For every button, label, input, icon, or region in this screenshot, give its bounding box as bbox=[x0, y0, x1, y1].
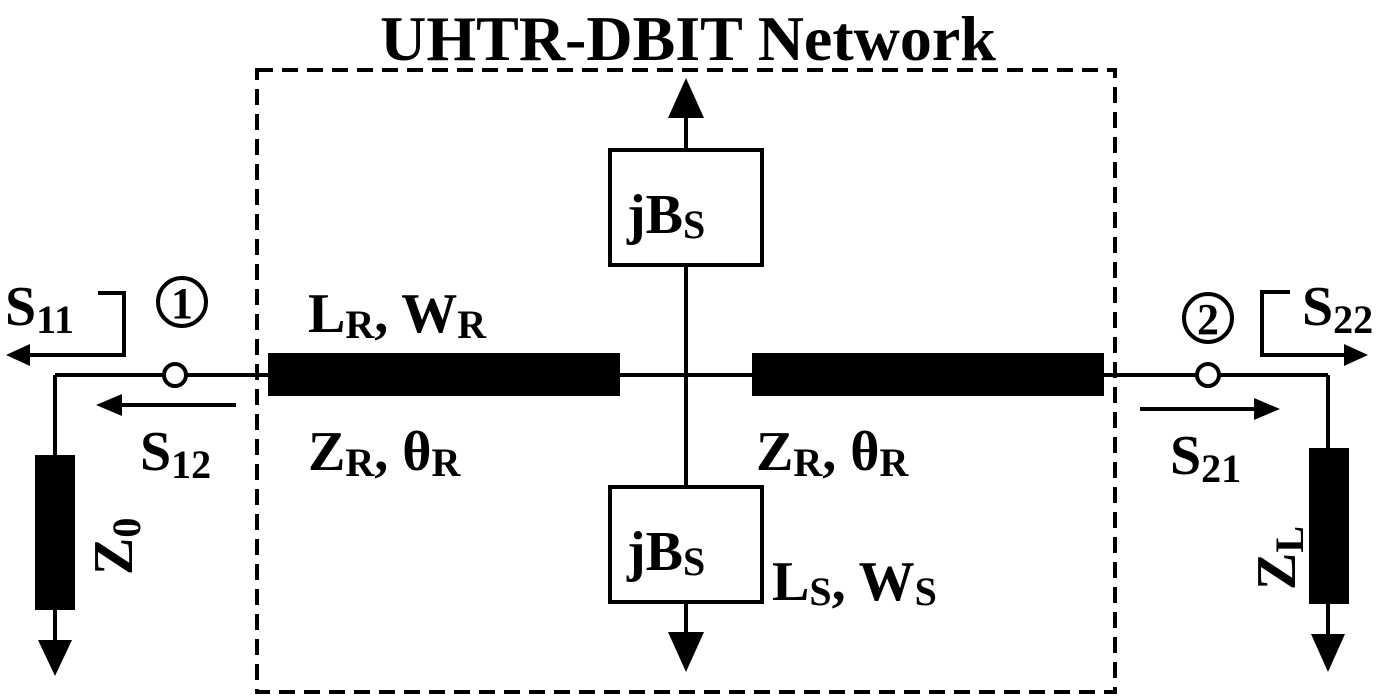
port-1-terminal bbox=[162, 362, 188, 388]
port-1-group: 1 bbox=[6, 276, 236, 676]
diagram-title: UHTR-DBIT Network bbox=[380, 3, 996, 74]
s12-label: S12 bbox=[140, 421, 211, 487]
stub-arrow-up bbox=[668, 78, 704, 118]
jbs-top-label: jBS bbox=[626, 184, 705, 247]
s22-arrow bbox=[1260, 290, 1352, 357]
jbs-top-box bbox=[608, 148, 764, 267]
tline-right bbox=[752, 353, 1104, 396]
jbs-bottom-label: jBS bbox=[626, 521, 705, 584]
tline-left bbox=[268, 353, 620, 396]
network-boundary-box bbox=[255, 68, 1117, 694]
port-2-number: 2 bbox=[1197, 295, 1219, 344]
zr-thetar-left-label: ZR, θR bbox=[308, 421, 461, 485]
z0-label: Z0 bbox=[83, 518, 149, 575]
port-1-number: 1 bbox=[171, 279, 193, 328]
stub-arrow-down bbox=[668, 632, 704, 672]
s11-label: S11 bbox=[5, 276, 74, 342]
port-2-terminal bbox=[1195, 362, 1221, 388]
zl-label: ZL bbox=[1246, 526, 1312, 590]
ls-ws-label: LS, WS bbox=[772, 551, 937, 614]
stub-branch bbox=[608, 78, 764, 672]
jbs-bottom-box bbox=[608, 485, 764, 604]
zr-thetar-right-label: ZR, θR bbox=[756, 421, 909, 485]
ground-arrow-right bbox=[1311, 634, 1345, 672]
s21-label: S21 bbox=[1170, 425, 1241, 491]
port-2-badge bbox=[1182, 292, 1234, 344]
lr-wr-label: LR, WR bbox=[308, 283, 487, 347]
z0-load-element bbox=[35, 455, 75, 610]
s22-label: S22 bbox=[1302, 276, 1373, 342]
ground-arrow-left bbox=[38, 640, 72, 676]
s11-arrow bbox=[20, 291, 126, 357]
port-2-group: 2 bbox=[1140, 290, 1368, 672]
zl-load-element bbox=[1309, 448, 1349, 604]
port-1-badge bbox=[156, 276, 208, 328]
